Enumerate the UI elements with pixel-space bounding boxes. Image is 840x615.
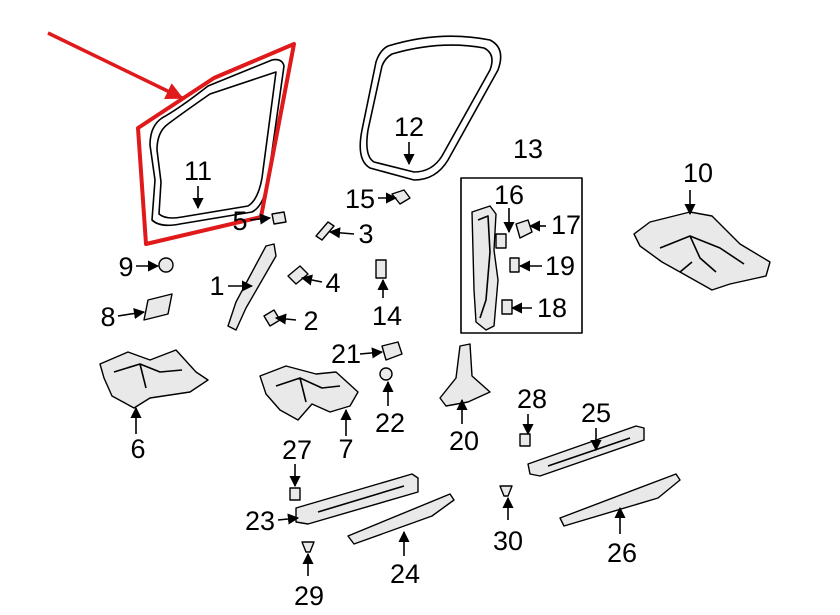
- callout-4: 4: [325, 268, 340, 298]
- part-19-clip[interactable]: [509, 257, 520, 273]
- part-29-fastener[interactable]: [301, 541, 315, 553]
- callout-labels: 11 12 13 10 15 16 17 5 3 9 19 4 1 18 8 2…: [100, 112, 713, 611]
- callout-23: 23: [245, 506, 275, 536]
- part-3-clip[interactable]: [315, 221, 335, 241]
- callout-2: 2: [303, 306, 318, 336]
- callout-3: 3: [358, 219, 373, 249]
- callout-5: 5: [232, 206, 247, 236]
- callout-27: 27: [282, 435, 312, 465]
- callout-26: 26: [607, 538, 637, 568]
- callout-7: 7: [338, 434, 353, 464]
- part-28-clip[interactable]: [519, 433, 531, 447]
- part-8-cover[interactable]: [143, 293, 173, 321]
- part-14-clip[interactable]: [375, 259, 387, 279]
- leader-lines: [117, 142, 696, 576]
- callout-25: 25: [581, 398, 611, 428]
- callout-15: 15: [345, 184, 375, 214]
- highlight-arrow: [47, 31, 184, 100]
- callout-1: 1: [209, 271, 224, 301]
- part-30-fastener[interactable]: [499, 485, 513, 497]
- callout-22: 22: [375, 408, 405, 438]
- part-11-front-door-weatherstrip[interactable]: [149, 58, 285, 227]
- part-27-clip[interactable]: [289, 487, 301, 501]
- callout-11: 11: [184, 156, 212, 186]
- part-25-rear-sill-plate[interactable]: [527, 425, 645, 477]
- callout-29: 29: [294, 581, 324, 611]
- part-20-pillar-lower-trim[interactable]: [439, 343, 491, 407]
- callout-20: 20: [449, 426, 479, 456]
- callout-30: 30: [493, 526, 523, 556]
- part-13-b-pillar-trim[interactable]: [471, 205, 499, 331]
- part-9-grommet[interactable]: [158, 257, 174, 273]
- callout-19: 19: [545, 251, 575, 281]
- part-26-rear-scuff-plate[interactable]: [559, 473, 681, 527]
- part-10-rear-floor-insulator[interactable]: [633, 211, 771, 291]
- callout-6: 6: [130, 434, 145, 464]
- part-24-front-scuff-plate[interactable]: [347, 493, 455, 545]
- callout-21: 21: [331, 339, 361, 369]
- part-13-group-box: [460, 177, 583, 334]
- highlight-outline: [136, 42, 296, 246]
- callout-9: 9: [118, 252, 133, 282]
- callout-28: 28: [517, 384, 547, 414]
- part-21-clip[interactable]: [381, 341, 403, 361]
- part-5-clip[interactable]: [271, 211, 287, 225]
- callout-16: 16: [494, 180, 524, 210]
- callout-10: 10: [683, 158, 713, 188]
- callout-24: 24: [390, 559, 420, 589]
- callout-17: 17: [551, 210, 581, 240]
- part-6-front-floor-insulator[interactable]: [99, 349, 209, 409]
- part-15-clip[interactable]: [391, 189, 411, 205]
- part-17-clip[interactable]: [515, 219, 533, 239]
- part-12-rear-door-weatherstrip[interactable]: [359, 35, 502, 181]
- part-7-floor-insulator[interactable]: [259, 365, 359, 421]
- callout-14: 14: [372, 301, 402, 331]
- callout-12: 12: [394, 112, 424, 142]
- callout-18: 18: [537, 293, 567, 323]
- part-18-clip[interactable]: [501, 299, 513, 315]
- part-4-clip[interactable]: [287, 265, 309, 285]
- callout-8: 8: [100, 302, 115, 332]
- callout-13: 13: [513, 134, 543, 164]
- part-22-grommet[interactable]: [379, 367, 393, 381]
- part-16-clip[interactable]: [495, 233, 507, 249]
